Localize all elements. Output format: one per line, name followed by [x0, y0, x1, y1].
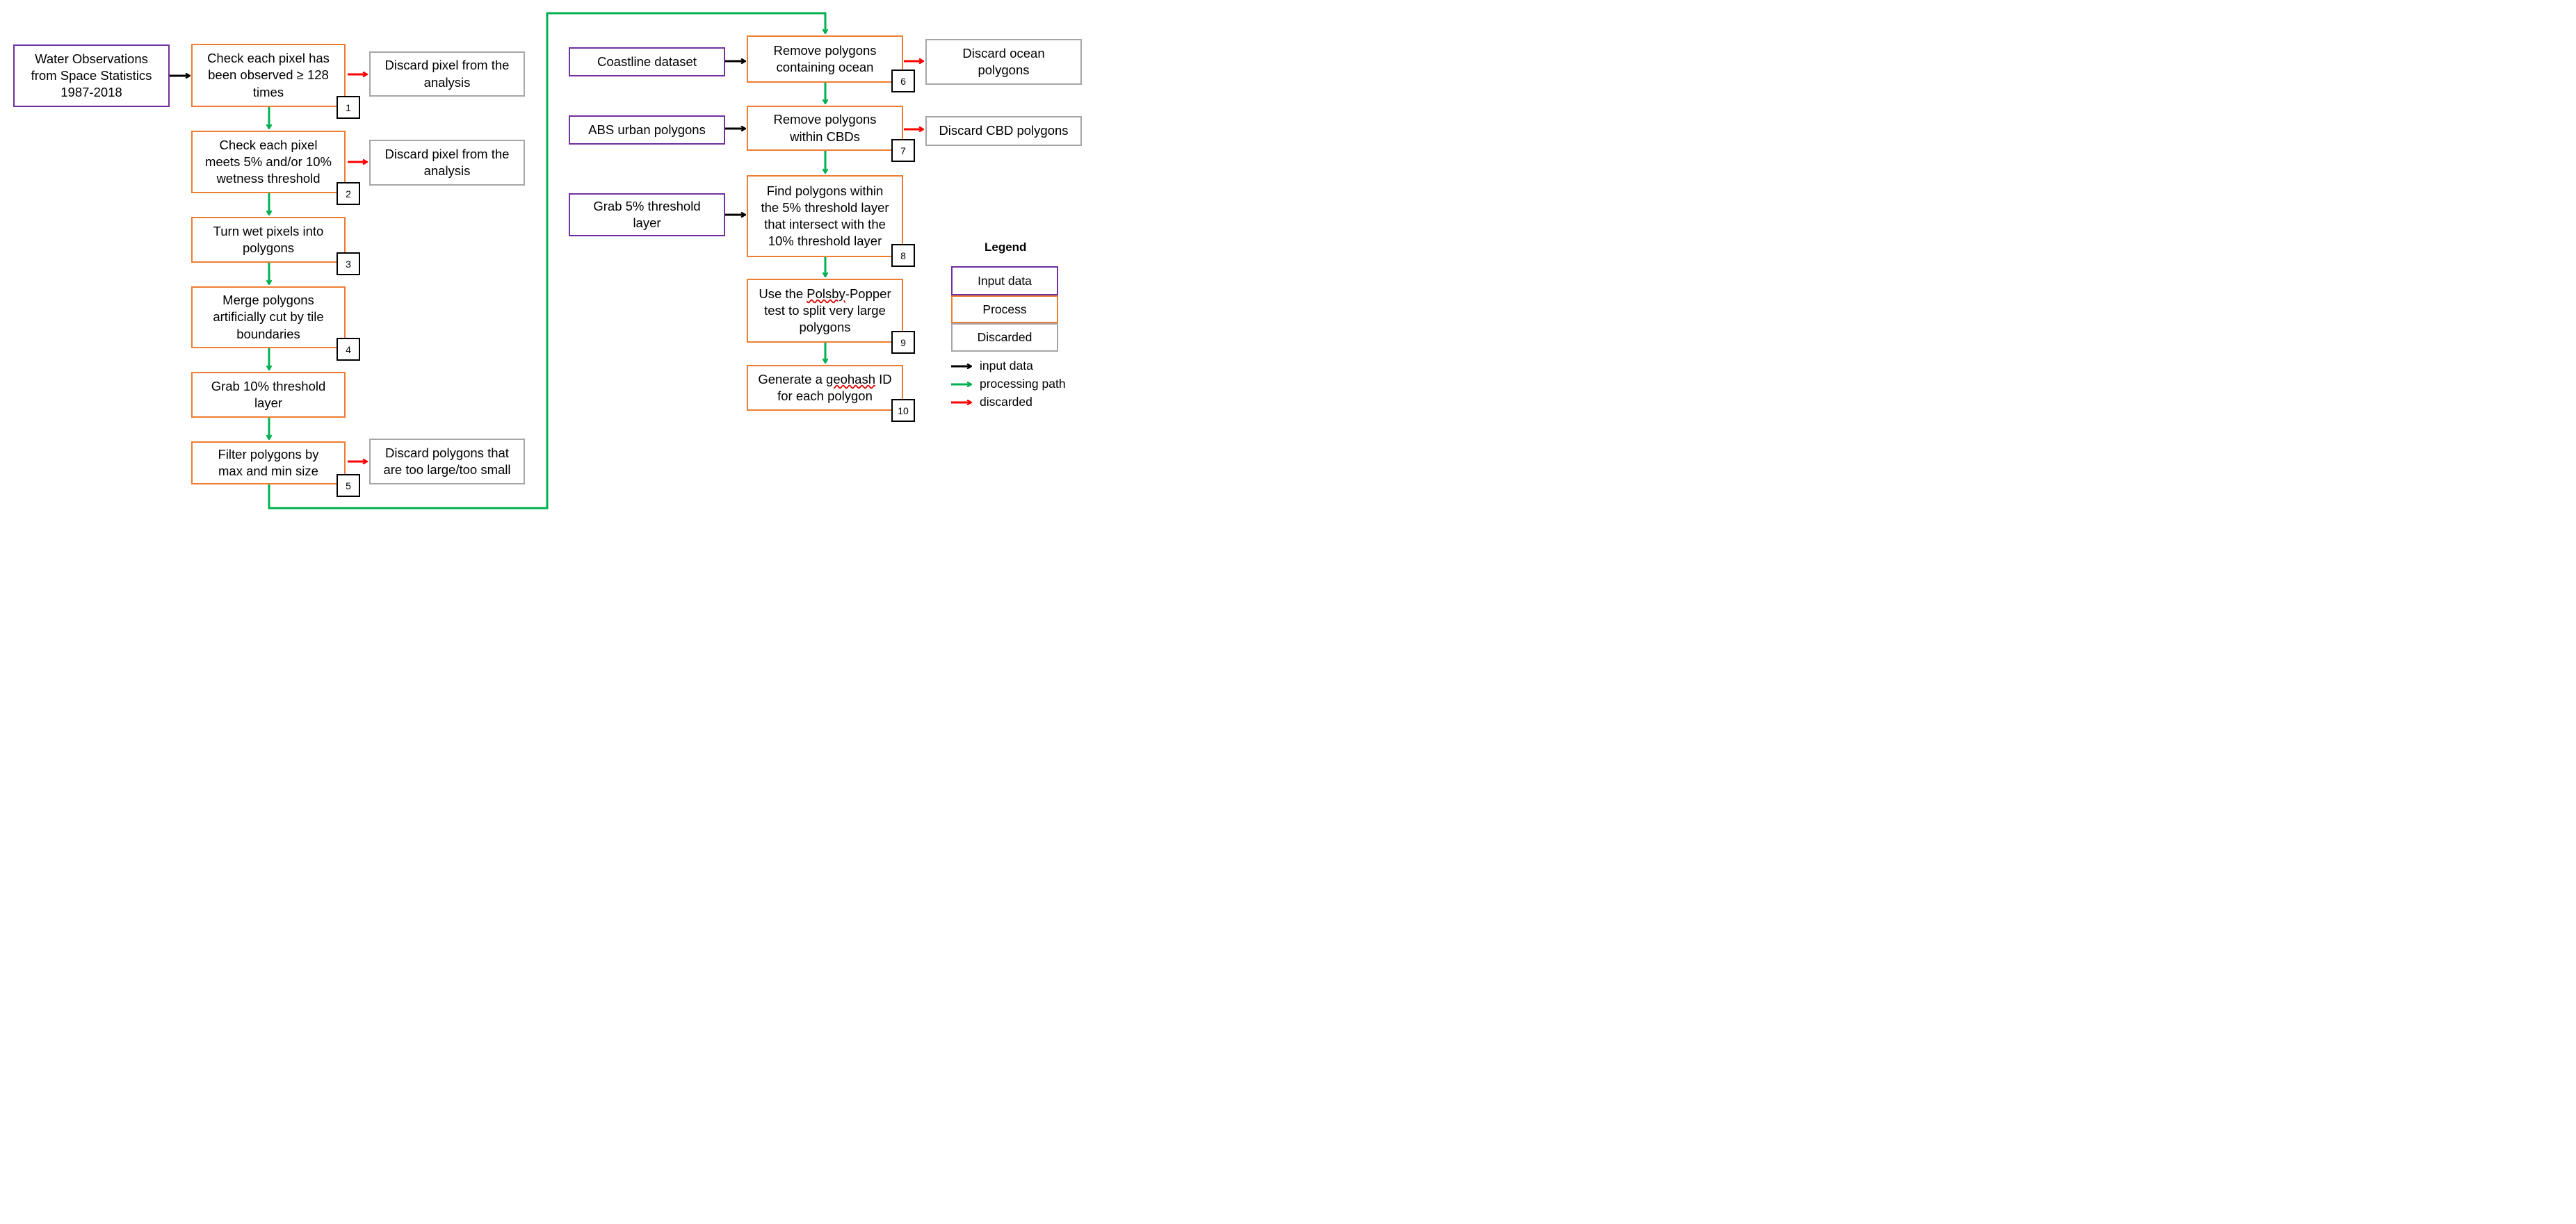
- input-abs-box: ABS urban polygons: [569, 115, 725, 145]
- step-6-box: Remove polygons containing ocean: [747, 35, 903, 83]
- legend-processing-arrow-label: processing path: [980, 377, 1066, 391]
- step-4-label: Merge polygons artificially cut by tile …: [213, 293, 324, 341]
- input-grab5-label: Grab 5% threshold layer: [593, 198, 701, 230]
- step-8-box: Find polygons within the 5% threshold la…: [747, 175, 903, 257]
- step-8-number: 8: [891, 244, 915, 267]
- step-9-text-before: Use the: [759, 286, 807, 301]
- step-3-number: 3: [337, 252, 360, 275]
- step-8-label: Find polygons within the 5% threshold la…: [761, 183, 889, 249]
- step-10-label: Generate a geohash ID for each polygon: [758, 371, 891, 405]
- flowchart-canvas: [170, 12, 1090, 509]
- step-10-flagged-word: geohash: [826, 371, 876, 386]
- step-5-box: Filter polygons by max and min size: [191, 441, 346, 484]
- input-coastline-box: Coastline dataset: [569, 47, 725, 76]
- step-6-label: Remove polygons containing ocean: [773, 42, 877, 74]
- step-10-number: 10: [891, 399, 915, 422]
- step-4-box: Merge polygons artificially cut by tile …: [191, 286, 346, 348]
- step-1-number: 1: [337, 96, 360, 119]
- step-3-box: Turn wet pixels into polygons: [191, 217, 346, 263]
- discard-step2-label: Discard pixel from the analysis: [384, 146, 510, 178]
- step-9-label: Use the Polsby-Popper test to split very…: [759, 286, 891, 336]
- input-wofs-box: Water Observations from Space Statistics…: [13, 44, 170, 107]
- step-1-box: Check each pixel has been observed ≥ 128…: [191, 44, 346, 107]
- discard-step5-label: Discard polygons that are too large/too …: [383, 445, 511, 477]
- step-4-number: 4: [337, 338, 360, 361]
- discard-step1-box: Discard pixel from the analysis: [369, 51, 525, 97]
- step-9-number: 9: [891, 331, 915, 354]
- step-10-text-before: Generate a: [758, 371, 827, 386]
- step-7-box: Remove polygons within CBDs: [747, 106, 903, 151]
- step-2-number: 2: [337, 182, 360, 205]
- step-7-label: Remove polygons within CBDs: [773, 112, 877, 144]
- step-2-box: Check each pixel meets 5% and/or 10% wet…: [191, 131, 346, 193]
- legend-input-arrow-label: input data: [980, 359, 1033, 373]
- legend-input-box: Input data: [951, 266, 1058, 295]
- step-6-number: 6: [891, 70, 915, 92]
- step-1-label: Check each pixel has been observed ≥ 128…: [207, 51, 330, 99]
- step-3-label: Turn wet pixels into polygons: [213, 223, 324, 255]
- step-5-label: Filter polygons by max and min size: [218, 446, 319, 478]
- discard-step6-box: Discard ocean polygons: [925, 39, 1082, 85]
- legend-process-box: Process: [951, 295, 1058, 323]
- grab-10-threshold-label: Grab 10% threshold layer: [211, 378, 326, 410]
- discard-step6-label: Discard ocean polygons: [962, 45, 1045, 77]
- legend-input-label: Input data: [978, 273, 1032, 288]
- discard-step7-box: Discard CBD polygons: [925, 116, 1082, 146]
- input-grab5-box: Grab 5% threshold layer: [569, 193, 725, 236]
- grab-10-threshold-box: Grab 10% threshold layer: [191, 372, 346, 418]
- discard-step5-box: Discard polygons that are too large/too …: [369, 439, 525, 484]
- step-9-text-after: -Popper test to split very large polygon…: [764, 286, 891, 335]
- step-7-number: 7: [891, 139, 915, 162]
- step-10-text-after: ID for each polygon: [777, 371, 892, 403]
- input-coastline-label: Coastline dataset: [597, 54, 697, 69]
- step-9-flagged-word: Polsby: [807, 286, 845, 301]
- step-10-box: Generate a geohash ID for each polygon: [747, 365, 903, 411]
- discard-step7-label: Discard CBD polygons: [939, 123, 1069, 138]
- legend-discarded-arrow-label: discarded: [980, 395, 1032, 409]
- legend-title: Legend: [985, 240, 1027, 254]
- discard-step1-label: Discard pixel from the analysis: [384, 58, 510, 90]
- legend-discarded-label: Discarded: [977, 330, 1032, 345]
- input-abs-label: ABS urban polygons: [588, 122, 706, 137]
- legend-process-label: Process: [982, 302, 1027, 316]
- connector-step5-to-step6: [268, 12, 825, 509]
- step-9-box: Use the Polsby-Popper test to split very…: [747, 279, 903, 343]
- discard-step2-box: Discard pixel from the analysis: [369, 140, 525, 186]
- step-2-label: Check each pixel meets 5% and/or 10% wet…: [204, 137, 332, 186]
- step-5-number: 5: [337, 474, 360, 497]
- input-wofs-label: Water Observations from Space Statistics…: [31, 51, 152, 100]
- legend-discarded-box: Discarded: [951, 323, 1058, 352]
